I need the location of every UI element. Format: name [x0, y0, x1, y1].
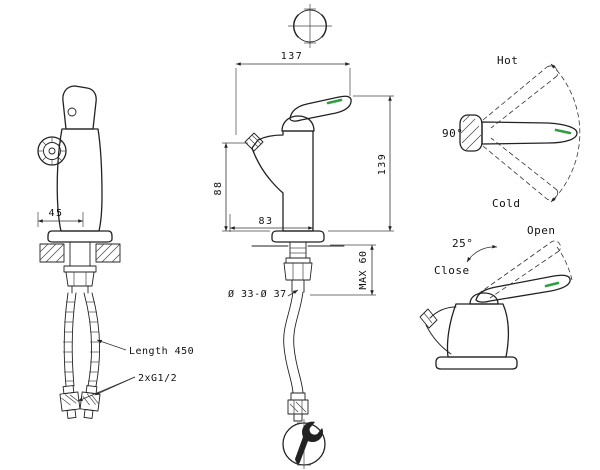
handle-accent-mark [326, 98, 343, 105]
close-label: Close [434, 264, 470, 277]
lift-handle-accent [544, 281, 560, 288]
swing-handle [481, 121, 578, 145]
plan-view-symbol [288, 4, 332, 48]
supply-hose-front [283, 291, 309, 422]
body-spout [251, 130, 314, 232]
lever-diagram: Open Close 25° [419, 224, 573, 370]
side-annotations: 45 Length 450 2xG1/2 [37, 208, 194, 402]
connection-label: 2xG1/2 [138, 373, 177, 384]
handle-lever [289, 95, 352, 122]
swing-pivot-cap [459, 114, 483, 152]
countertop-section [39, 243, 121, 263]
dim-spout-height: 88 [213, 180, 224, 195]
dim-total-width: 137 [281, 51, 304, 62]
open-label: Open [527, 224, 556, 237]
cold-label: Cold [492, 197, 521, 210]
wrench-icon [295, 421, 324, 464]
dim-max-thickness: MAX 60 [358, 250, 369, 289]
swing-handle-accent [554, 128, 572, 135]
hose-length-label: Length 450 [129, 346, 194, 357]
dim-spout-reach: 83 [258, 216, 273, 227]
front-view [244, 95, 352, 422]
side-handle-hole [67, 107, 77, 117]
service-tool-symbol [282, 419, 326, 469]
dim-total-height: 139 [377, 153, 388, 176]
lever-base-plate [435, 356, 518, 370]
side-aerator [37, 136, 67, 166]
hose-connectors [59, 385, 101, 419]
lift-angle-label: 25° [452, 237, 473, 250]
side-shank [63, 241, 97, 294]
side-base-plate [47, 230, 113, 243]
side-view [37, 85, 121, 419]
front-dimensions: 137 139 88 83 Ø 33-Ø 37 MAX 60 [213, 51, 394, 300]
dim-depth: 45 [48, 208, 63, 219]
side-handle [62, 85, 97, 130]
dim-mounting-hole: Ø 33-Ø 37 [228, 288, 287, 300]
aerator [244, 132, 264, 152]
mounting-shank [283, 241, 313, 293]
supply-hoses [63, 292, 100, 387]
handle-cap [281, 115, 315, 132]
swing-angle-label: 90° [442, 127, 463, 140]
base-plate [271, 230, 325, 243]
lever-body [446, 303, 510, 358]
swing-diagram: Hot Cold 90° [442, 54, 581, 210]
hot-label: Hot [497, 54, 518, 67]
lift-handle [475, 274, 571, 303]
lever-aerator [419, 308, 438, 329]
